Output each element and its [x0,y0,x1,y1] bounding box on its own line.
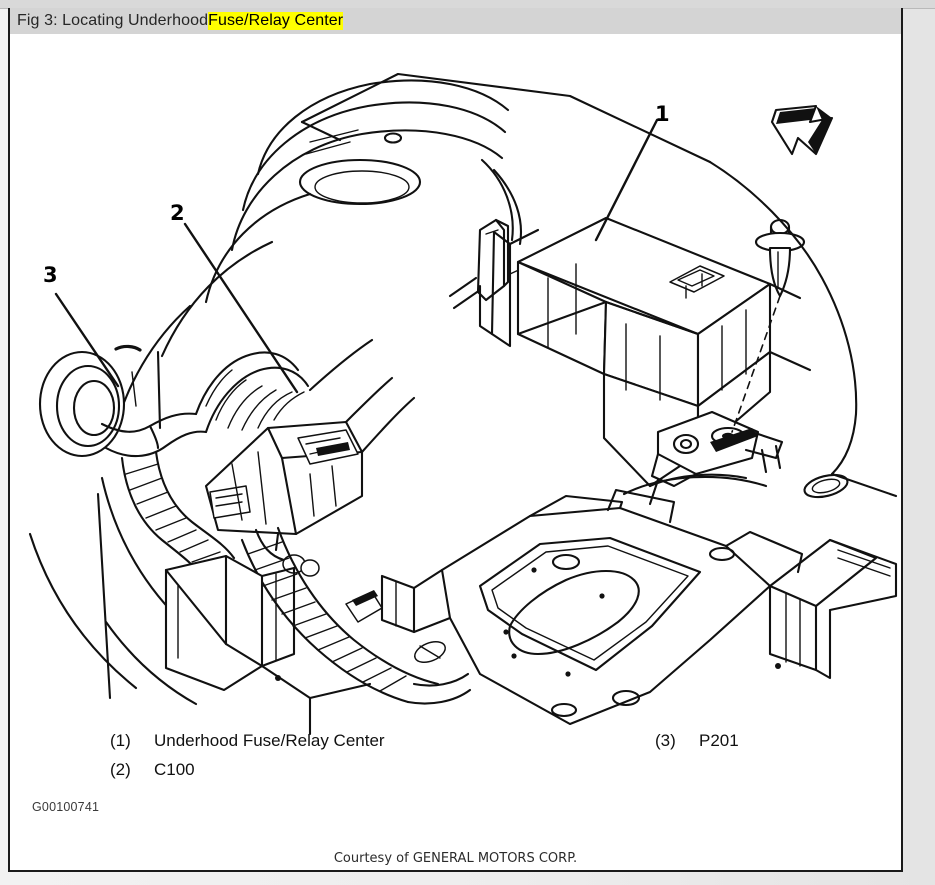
figure-title-highlight: Fuse/Relay Center [208,12,344,30]
legend-item-label: P201 [699,731,739,750]
legend-item: (1) Underhood Fuse/Relay Center [110,731,385,760]
direction-arrow-icon [770,104,834,156]
courtesy-credit: Courtesy of GENERAL MOTORS CORP. [333,851,578,866]
technical-illustration: .ln{fill:none;stroke:#111;stroke-width:2… [28,72,898,736]
figure-id-code: G00100741 [32,800,100,814]
c100-connector [204,338,416,577]
leader-line-3 [54,292,120,388]
legend-item-label: C100 [154,760,195,779]
leader-line-1 [594,118,659,242]
figure-title-text: Fig 3: Locating Underhood [17,12,209,29]
document-panel: Fig 3: Locating Underhood Fuse/Relay Cen… [8,8,903,872]
main-wiring-harness [240,526,472,705]
push-pin-fastener [731,218,806,433]
legend-item: (3) P201 [655,731,739,760]
figure-title-bar: Fig 3: Locating Underhood Fuse/Relay Cen… [10,8,901,34]
leader-line-2 [183,222,299,394]
legend-item-number: (1) [110,731,131,750]
right-body-panels [622,160,898,499]
underhood-fuse-relay-center [448,216,784,488]
diagram-canvas: .ln{fill:none;stroke:#111;stroke-width:2… [10,34,901,870]
legend-item-label: Underhood Fuse/Relay Center [154,731,385,750]
legend-left-column: (1) Underhood Fuse/Relay Center (2) C100 [110,731,385,789]
callout-number-1: 1 [655,102,670,126]
battery-tray-panel [380,478,898,726]
p201-ground-grommet [38,344,208,458]
legend-item-number: (2) [110,760,131,779]
legend-item-number: (3) [655,731,676,750]
callout-number-3: 3 [43,263,58,287]
strut-tower-assembly [112,72,712,436]
legend-item: (2) C100 [110,760,385,789]
callout-number-2: 2 [170,201,185,225]
legend-right-column: (3) P201 [655,731,739,760]
lower-left-structure [28,476,372,736]
callout-leader-lines [54,118,659,394]
